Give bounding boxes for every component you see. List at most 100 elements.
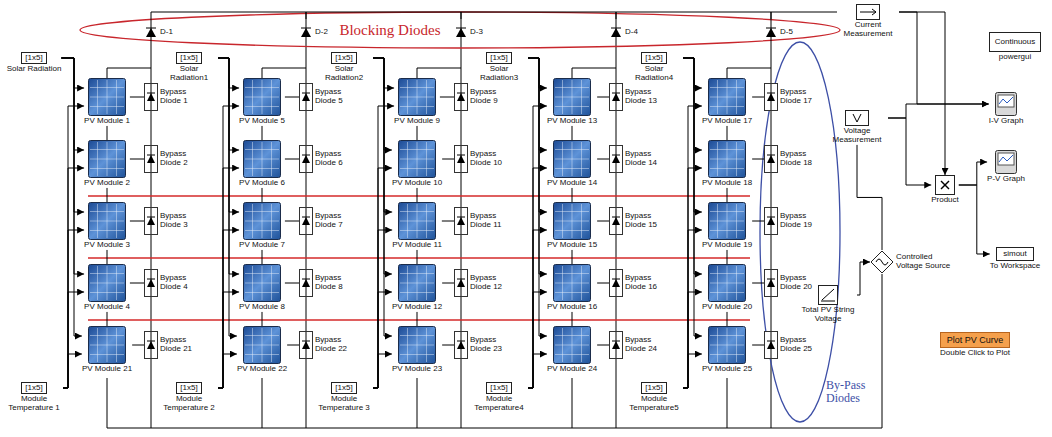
block-label: PV Module 25: [702, 365, 752, 374]
wire: [752, 221, 764, 222]
wire: [107, 188, 108, 202]
icon-part: [90, 345, 124, 346]
wire: [959, 185, 990, 254]
icon-part: [554, 327, 591, 364]
block-label: Bypass Diode 19: [780, 212, 822, 230]
wire: [683, 58, 702, 274]
icon-part: [147, 332, 155, 358]
radiation-input: [1x5]Solar Radiation4: [625, 52, 683, 84]
icon-part: [90, 292, 124, 293]
icon-part: [872, 9, 876, 12]
wire: [683, 106, 702, 388]
block-label: Bypass Diode 6: [315, 150, 357, 168]
icon-part: [301, 19, 311, 45]
icon-part: [455, 84, 468, 111]
icon-part: [147, 341, 155, 349]
temperature-input: [1x5]Module Temperature 3: [315, 382, 373, 414]
bypass-diode: Bypass Diode 2: [144, 145, 202, 173]
bypass-diode: Bypass Diode 10: [454, 145, 512, 173]
block-label: PV Module 17: [702, 117, 752, 126]
icon-part: [90, 142, 124, 176]
icon-part: [145, 332, 158, 359]
wire: [616, 12, 771, 19]
bypass-diode-icon: [609, 207, 623, 235]
block-text: [1x5]: [21, 382, 46, 395]
pv-module: PV Module 13: [547, 78, 597, 126]
block-label: PV Module 21: [82, 365, 132, 374]
bypass-diode: Bypass Diode 4: [144, 269, 202, 297]
block-label: D-2: [315, 28, 328, 37]
bypass-diode-icon: [454, 83, 468, 111]
block-label: Bypass Diode 17: [780, 88, 822, 106]
icon-part: [271, 266, 272, 300]
wire: [752, 97, 764, 98]
pv-module-icon: [708, 140, 746, 178]
icon-part: [765, 84, 778, 111]
block-label: powergui: [999, 53, 1031, 62]
icon-part: [147, 146, 155, 172]
icon-part: [710, 97, 744, 98]
icon-part: [766, 19, 776, 45]
pv-module: PV Module 20: [702, 264, 752, 312]
wire: [373, 58, 392, 150]
bypass-diode-icon: [144, 83, 158, 111]
bottom-wire: [727, 378, 728, 428]
bypass-diode: Bypass Diode 9: [454, 83, 512, 111]
wire: [440, 97, 454, 98]
icon-part: [821, 289, 835, 301]
wire: [61, 58, 84, 150]
pv-module: PV Module 15: [547, 202, 597, 250]
block-label: Module Temperature 3: [315, 395, 373, 413]
block-text: [1x5]: [21, 52, 46, 65]
icon-part: [89, 327, 126, 364]
pv-module: PV Module 1: [84, 78, 130, 126]
icon-part: [709, 141, 746, 178]
wire: [373, 58, 392, 336]
pv-module-icon: [553, 264, 591, 302]
block-label: PV Module 19: [702, 241, 752, 250]
wire: [528, 106, 547, 388]
wire: [572, 250, 573, 264]
bypass-ellipse: [760, 42, 840, 422]
blocking-diode: D-4: [609, 19, 638, 45]
block-label: I-V Graph: [989, 117, 1024, 126]
wire: [285, 97, 299, 98]
icon-part: [244, 79, 281, 116]
wire: [597, 159, 609, 160]
top-wire: [572, 68, 616, 78]
tie-line: [88, 257, 750, 258]
pv-module-icon: [243, 326, 281, 364]
wire: [597, 97, 609, 98]
wire: [528, 354, 547, 388]
pv-module-icon: [398, 326, 436, 364]
blocking-diode-icon: [454, 19, 468, 45]
block-text: [1x5]: [641, 52, 666, 65]
icon-part: [400, 345, 434, 346]
icon-part: [819, 286, 838, 305]
block-label: Bypass Diode 21: [160, 336, 202, 354]
icon-part: [302, 270, 310, 296]
icon-part: [426, 266, 427, 300]
blocking-diode: D-1: [144, 19, 173, 45]
icon-part: [90, 80, 124, 114]
icon-part: [400, 168, 434, 169]
icon-part: [765, 332, 778, 359]
block-label: Module Temperature4: [470, 395, 528, 413]
icon-part: [302, 341, 310, 349]
blocking-ellipse: [80, 12, 840, 48]
blocking-diode-icon: [609, 19, 623, 45]
top-wire: [262, 68, 306, 78]
wire: [597, 283, 609, 284]
icon-part: [455, 208, 468, 235]
bypass-diode-icon: [609, 269, 623, 297]
wire: [218, 292, 239, 388]
icon-part: [455, 332, 468, 359]
wire: [130, 221, 144, 222]
icon-part: [455, 270, 468, 297]
bypass-diode-icon: [299, 145, 313, 173]
blocking-diode-icon: [144, 19, 158, 45]
block-text: [1x5]: [331, 52, 356, 65]
icon-part: [300, 208, 313, 235]
voltage-source: Controlled Voltage Source: [870, 250, 960, 274]
wire: [63, 354, 82, 388]
